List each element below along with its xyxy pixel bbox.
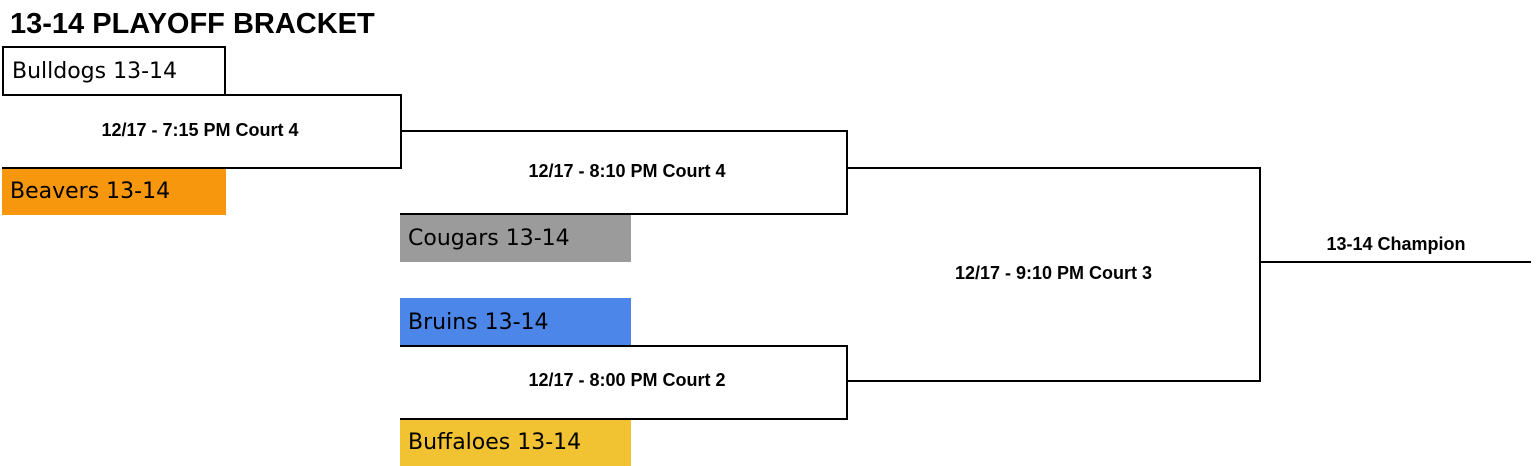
bracket-line — [846, 167, 1261, 169]
champion-label: 13-14 Champion — [1326, 234, 1466, 254]
bracket-line — [846, 130, 848, 215]
team-name: Cougars 13-14 — [408, 225, 570, 251]
team-slot-bruins: Bruins 13-14 — [400, 298, 631, 346]
page-title: 13-14 PLAYOFF BRACKET — [10, 8, 375, 40]
game-label-semifinal-top: 12/17 - 8:10 PM Court 4 — [528, 161, 726, 181]
bracket-line — [400, 213, 848, 215]
bracket-line — [1259, 261, 1531, 263]
team-slot-buffaloes: Buffaloes 13-14 — [400, 418, 631, 466]
bracket-line — [400, 130, 848, 132]
bracket-line — [400, 418, 848, 420]
team-slot-beavers: Beavers 13-14 — [2, 168, 226, 215]
team-name: Beavers 13-14 — [10, 179, 171, 204]
bracket-line — [225, 94, 402, 96]
team-name: Bruins 13-14 — [408, 309, 549, 335]
bracket-line — [2, 167, 402, 169]
bracket-line — [846, 380, 1261, 382]
bracket-line — [400, 345, 848, 347]
team-slot-bulldogs: Bulldogs 13-14 — [2, 46, 226, 96]
game-label-final: 12/17 - 9:10 PM Court 3 — [954, 263, 1153, 283]
team-name: Bulldogs 13-14 — [12, 58, 178, 84]
bracket-line — [846, 345, 848, 420]
team-name: Buffaloes 13-14 — [408, 429, 582, 455]
team-slot-cougars: Cougars 13-14 — [400, 214, 631, 262]
game-label-round1-top: 12/17 - 7:15 PM Court 4 — [101, 120, 299, 140]
bracket-line — [1259, 167, 1261, 382]
game-label-semifinal-bottom: 12/17 - 8:00 PM Court 2 — [528, 370, 726, 390]
